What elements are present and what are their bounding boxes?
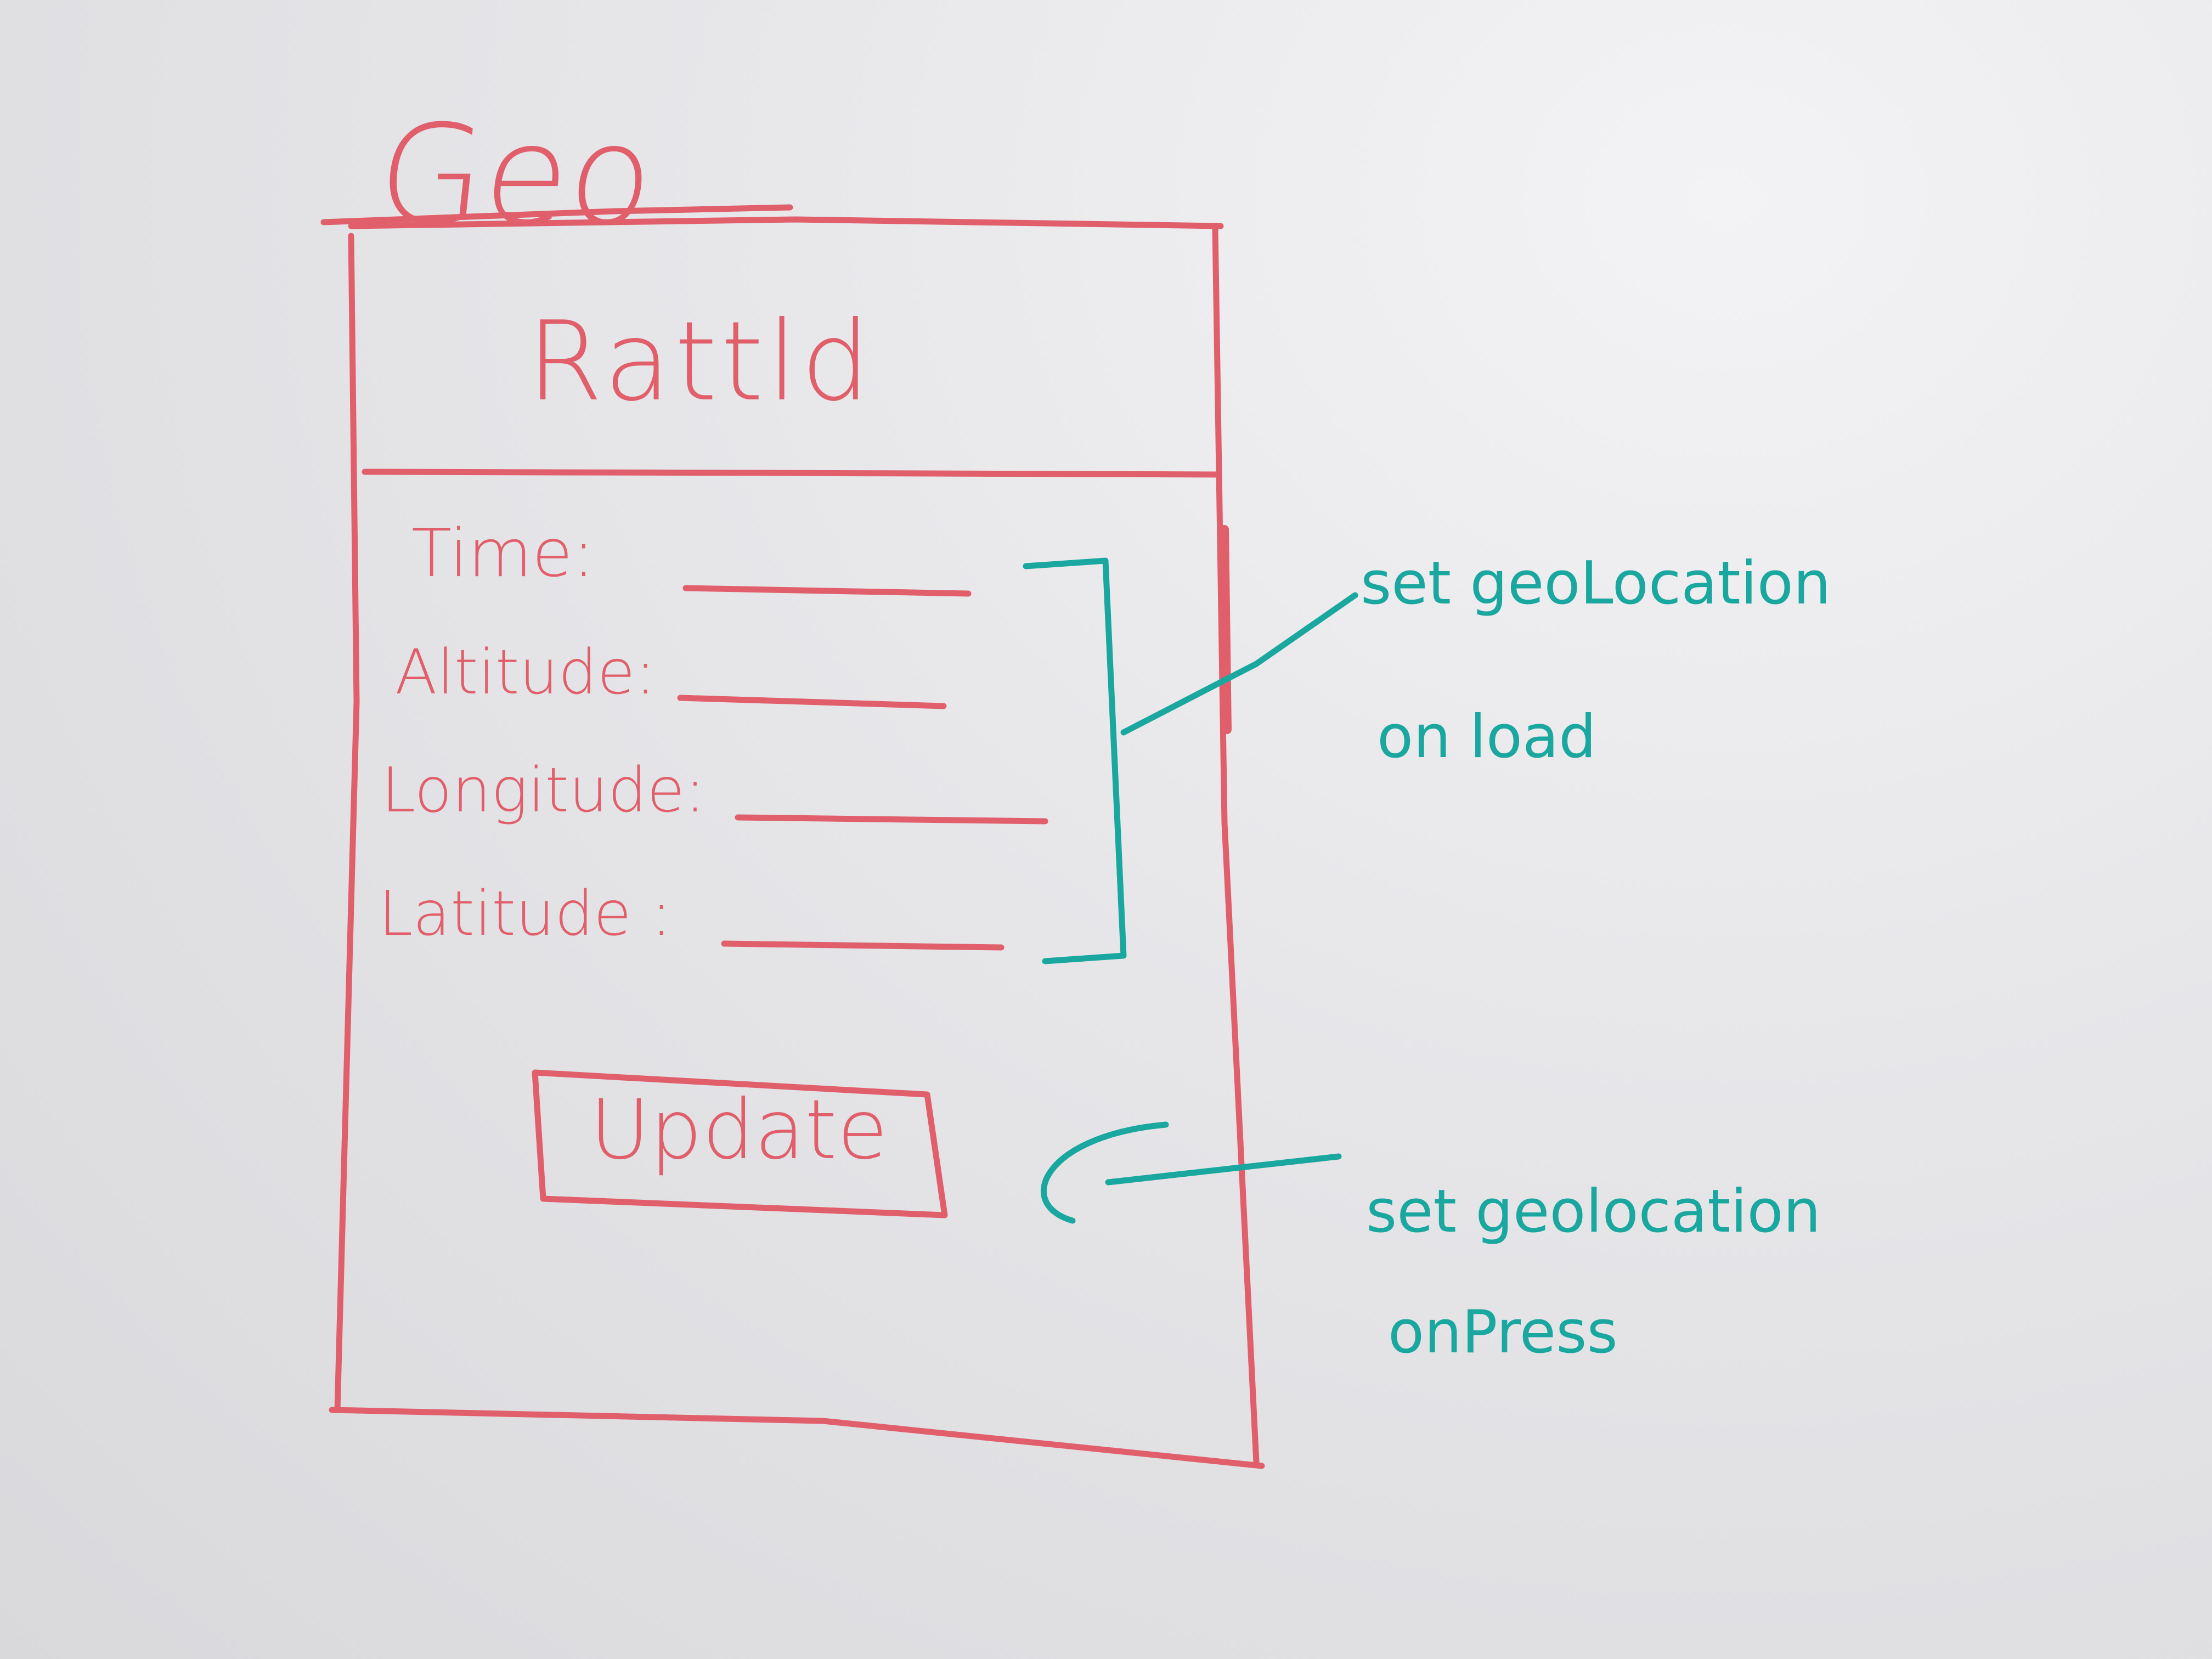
on-load-note-line-2: on load (1377, 703, 1596, 771)
scroll-indicator (1220, 525, 1232, 734)
time-label: Time: (411, 516, 595, 592)
update-button-border (532, 1069, 948, 1218)
app-title: Geo (370, 95, 662, 255)
longitude-label: Longitude: (381, 755, 706, 826)
update-button-label: Update (590, 1082, 888, 1178)
on-press-note-line-2: onPress (1388, 1298, 1618, 1367)
on-load-note-line-1: set geoLocation (1361, 549, 1831, 618)
frame-bottom-edge (329, 1407, 1265, 1469)
fields-bracket (1023, 557, 1127, 964)
altitude-value-line (677, 695, 947, 709)
longitude-value-line (735, 814, 1048, 825)
on-press-note-line-1: set geolocation (1366, 1177, 1821, 1246)
frame-left-edge (334, 233, 360, 1413)
frame-top-edge (348, 216, 1224, 229)
header-divider (362, 469, 1221, 478)
latitude-label: Latitude : (379, 878, 672, 950)
latitude-value-line (721, 940, 1005, 951)
title-underline (320, 204, 793, 225)
screen-title: Rattld (527, 298, 874, 426)
time-value-line (682, 585, 972, 597)
on-load-arrow (1120, 592, 1358, 736)
on-press-arrow-line (1105, 1153, 1342, 1186)
frame-right-edge (1212, 224, 1260, 1465)
update-arrow-curve (1040, 1121, 1169, 1224)
altitude-label: Altitude: (395, 637, 656, 708)
